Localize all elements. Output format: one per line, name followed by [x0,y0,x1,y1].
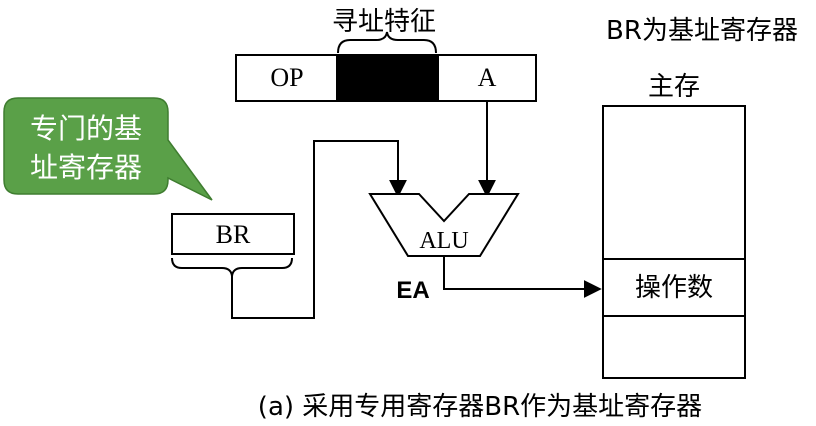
instruction-word: OP A [235,54,537,102]
ea-label: EA [396,277,429,304]
operand-label: 操作数 [635,273,713,303]
alu: ALU [368,193,520,257]
ea-line [443,256,602,298]
br-brace [171,257,293,277]
br-register: BR [171,213,295,255]
op-field-label: OP [270,63,303,92]
main-memory: 操作数 [602,105,746,379]
main-memory-label: 主存 [648,72,700,102]
caption: (a) 采用专用寄存器BR作为基址寄存器 [258,392,702,422]
br-label: BR [216,220,251,249]
base-register-note: BR为基址寄存器 [606,16,798,46]
addressing-feature-field [336,55,438,101]
alu-label: ALU [419,228,468,254]
callout-text-line2: 址寄存器 [30,151,142,184]
br-to-alu-line [231,140,407,319]
addressing-feature-label: 寻址特征 [332,7,436,37]
a-field-label: A [478,63,497,92]
addressing-feature-brace [337,31,437,54]
base-register-callout: 专门的基 址寄存器 [3,97,213,201]
callout-text-line1: 专门的基 [30,112,142,145]
